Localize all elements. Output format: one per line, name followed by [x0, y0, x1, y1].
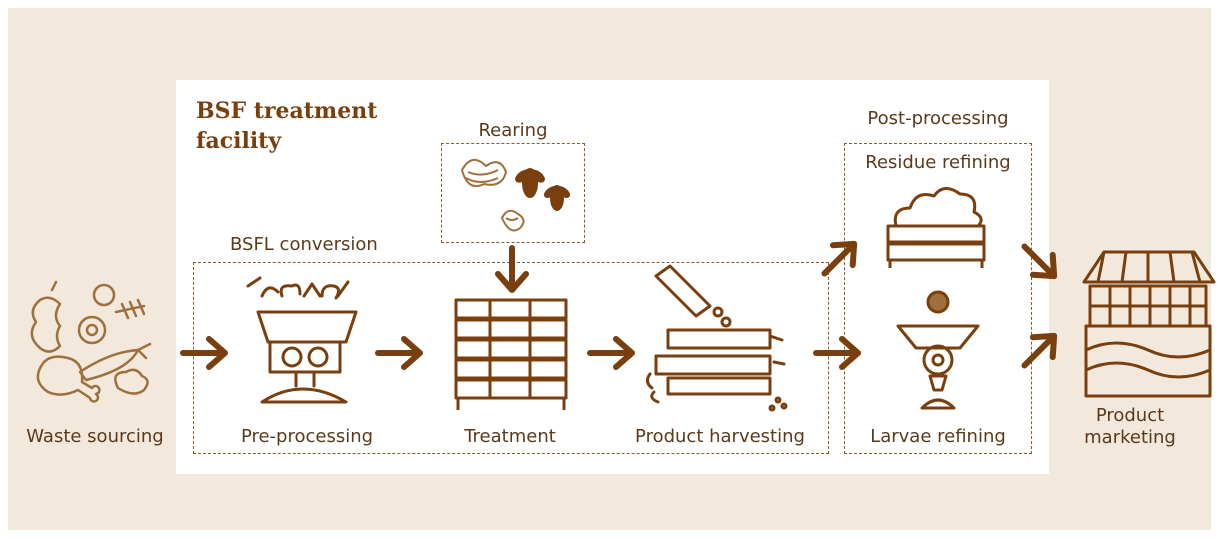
product-marketing-label-line1: Product [1095, 405, 1165, 426]
larvae-refining-label: Larvae refining [870, 426, 1006, 447]
post-processing-box [844, 143, 1032, 454]
product-marketing-label-line2: marketing [1084, 427, 1176, 448]
product-harvesting-label: Product harvesting [635, 426, 805, 447]
arrow-preprocessing-to-treatment [378, 339, 420, 367]
facility-panel [176, 80, 1049, 474]
arrow-harvesting-to-residue [815, 234, 864, 283]
rearing-label: Rearing [478, 120, 548, 141]
market-stall-icon [1082, 250, 1216, 398]
residue-refining-label: Residue refining [865, 152, 1011, 173]
sieve-harvester-icon [645, 264, 788, 412]
rearing-box [441, 143, 585, 243]
pre-processing-label: Pre-processing [240, 426, 374, 447]
compost-crate-icon [886, 187, 986, 268]
arrow-rearing-to-treatment [498, 248, 526, 290]
treatment-label: Treatment [464, 426, 556, 447]
post-processing-label: Post-processing [867, 108, 1009, 129]
larvae-mill-icon [896, 290, 980, 410]
food-waste-icon [30, 280, 152, 403]
bug-icon [460, 159, 571, 232]
arrow-harvesting-to-larvae [816, 339, 858, 367]
hopper-grinder-icon [246, 276, 358, 404]
arrow-waste-to-preprocessing [183, 339, 225, 367]
bsfl-conversion-label: BSFL conversion [230, 234, 378, 255]
arrow-treatment-to-harvesting [590, 339, 632, 367]
waste-sourcing-label: Waste sourcing [26, 426, 164, 447]
facility-title: BSF treatment facility [196, 98, 378, 154]
arrow-residue-to-market [1015, 237, 1064, 286]
stacked-crates-icon [454, 298, 568, 410]
arrow-larvae-to-market [1015, 326, 1064, 375]
